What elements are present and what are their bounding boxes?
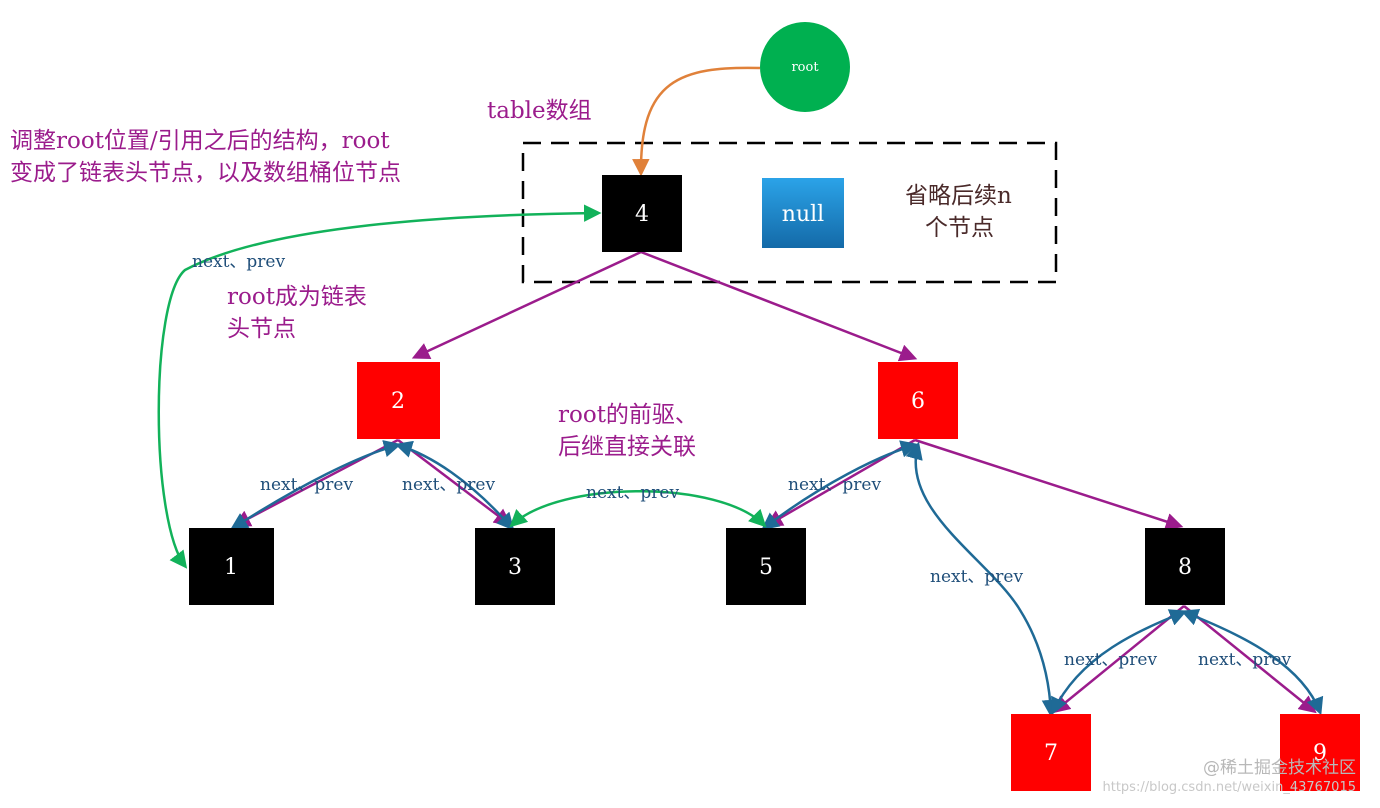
root-arrow [632,66,761,177]
null-label: null [782,202,824,227]
node-8-box [1145,528,1225,605]
edge-label-2-3: next、prev [402,475,495,495]
top-left-note-line1: 调整root位置/引用之后的结构，root [10,128,390,154]
node-group [189,175,1360,791]
node-1-box [189,528,274,605]
omit-note-line2: 个节点 [925,215,994,241]
edge-label-6-5: next、prev [788,475,881,495]
link-2-1 [230,440,402,530]
root-circle [760,22,850,112]
node-3-label: 3 [508,555,522,580]
pred-succ-note-line2: 后继直接关联 [558,434,696,460]
node-9-label: 9 [1313,741,1327,766]
node-2-box [357,362,440,439]
node-9-box [1280,714,1360,791]
link-3-5 [509,490,767,528]
table-array-label: table数组 [487,98,592,124]
list-links [230,440,1324,718]
pred-succ-note-line1: root的前驱、 [558,402,698,428]
link-8-9 [1180,608,1324,716]
node-4-box [602,175,682,252]
edge-4-6 [640,250,918,362]
edge-label-2-1: next、prev [260,475,353,495]
node-3-box [475,528,555,605]
link-6-7 [905,441,1060,718]
edge-label-left-long: next、prev [192,252,285,272]
link-6-5 [761,440,919,531]
edge-label-8-9: next、prev [1198,650,1291,670]
node-4-label: 4 [635,202,649,227]
edge-6-8 [914,438,1184,531]
tree-edges [232,250,1317,714]
edge-4-2 [411,250,642,360]
node-1-label: 1 [224,555,238,580]
null-bucket [762,178,844,248]
node-6-label: 6 [911,389,925,414]
node-2-label: 2 [391,389,405,414]
root-head-note-line2: 头节点 [227,316,296,342]
link-2-3 [394,440,515,531]
link-8-7 [1051,609,1188,716]
node-8-label: 8 [1178,555,1192,580]
top-left-note-line2: 变成了链表头节点，以及数组桶位节点 [10,160,401,186]
root-head-note-line1: root成为链表 [227,284,367,310]
node-6-box [878,362,958,439]
root-circle-label: root [791,60,819,75]
left-long-link [157,204,602,569]
edge-label-6-7: next、prev [930,567,1023,587]
edge-label-8-7: next、prev [1064,650,1157,670]
node-7-label: 7 [1044,741,1058,766]
edge-label-3-5: next、prev [586,483,679,503]
node-5-box [726,528,806,605]
node-5-label: 5 [759,555,773,580]
omit-note-line1: 省略后续n [905,183,1012,209]
node-7-box [1011,714,1091,791]
